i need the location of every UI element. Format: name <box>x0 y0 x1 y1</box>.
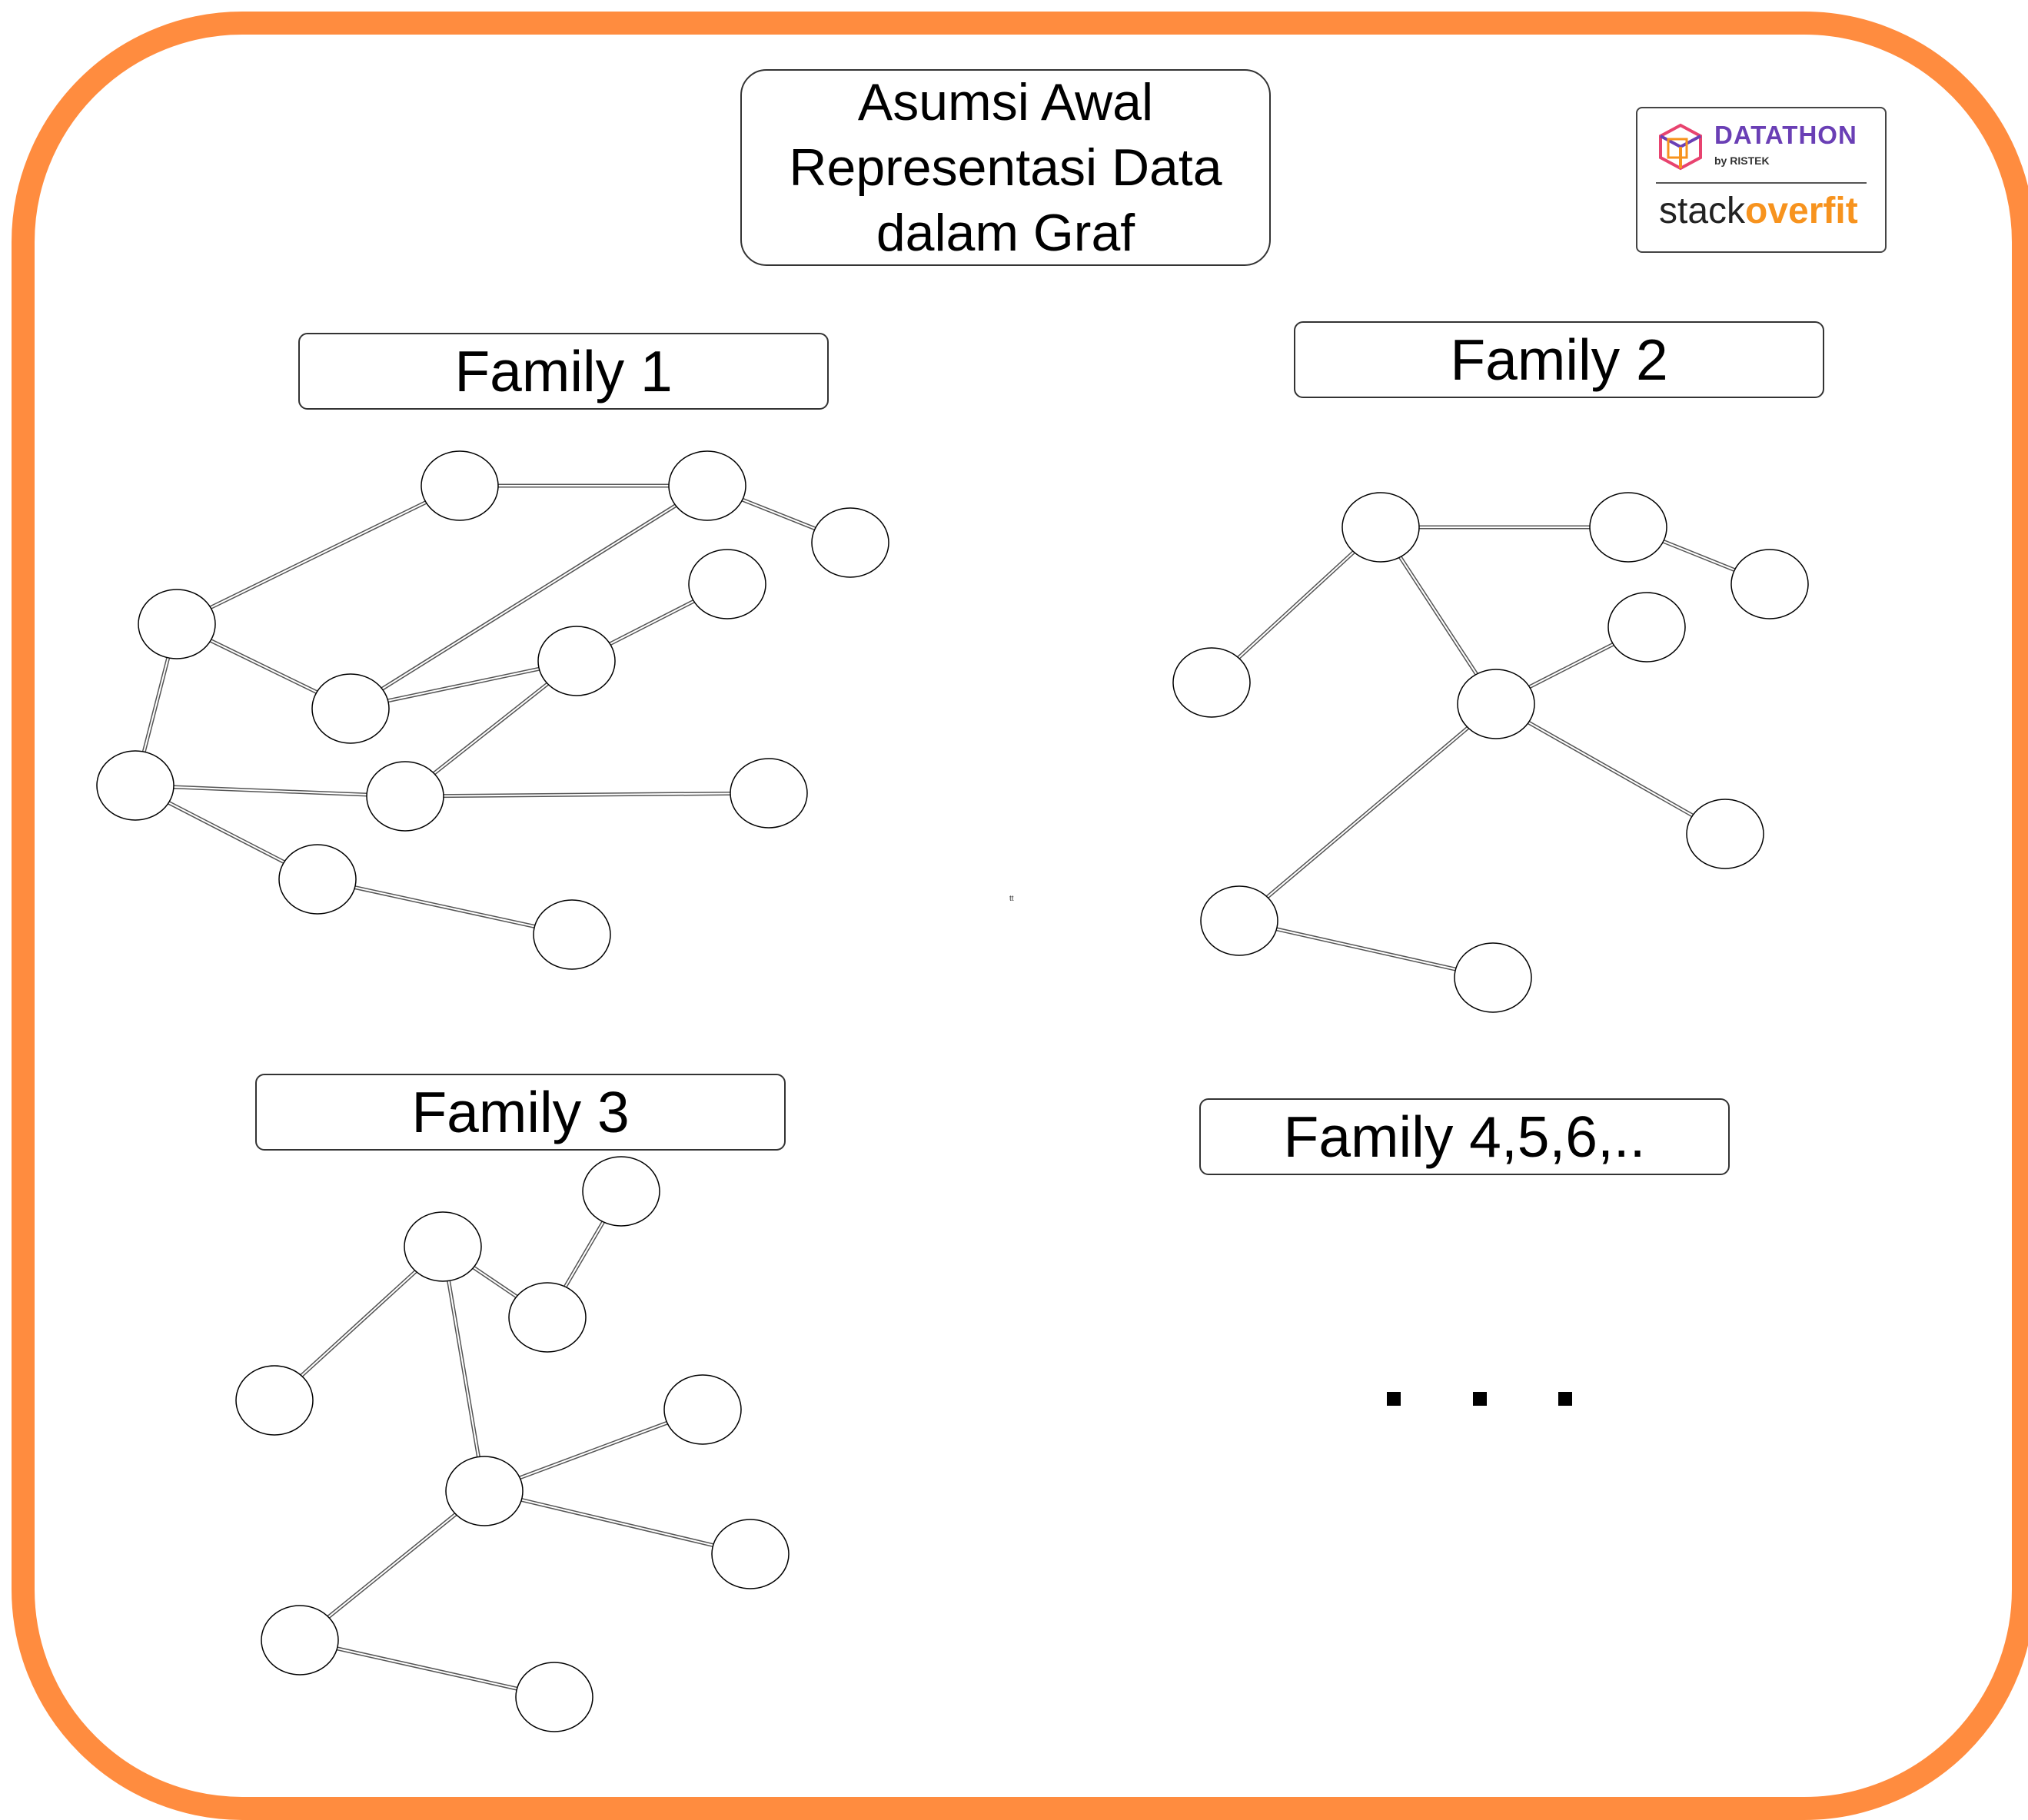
family-3-node <box>261 1605 339 1676</box>
stray-mark: tt <box>1009 895 1014 903</box>
datathon-wordmark: DATATHON <box>1714 121 1857 149</box>
family-2-node <box>1172 647 1251 718</box>
family-1-node <box>668 450 746 521</box>
family-1-node <box>533 899 611 970</box>
family-2-edge-inner <box>1211 526 1381 683</box>
stack-text: stack <box>1659 191 1746 231</box>
title-line-3: dalam Graf <box>876 203 1135 262</box>
stackoverfit-wordmark: stackoverfit <box>1659 190 1858 232</box>
family-1-node <box>730 758 808 829</box>
family-2-node <box>1200 885 1278 956</box>
family-2-node <box>1457 669 1535 739</box>
datathon-stackoverfit-logo: DATATHON by RISTEK stackoverfit <box>1636 107 1887 253</box>
family-3-graph <box>235 1156 790 1732</box>
family-1-node <box>688 549 766 619</box>
family-3-node <box>582 1156 660 1227</box>
ellipsis-dot <box>1473 1392 1487 1406</box>
family-2-edge-inner <box>1238 920 1494 978</box>
family-3-node <box>235 1365 314 1436</box>
logo-divider <box>1656 182 1867 184</box>
family-1-node <box>278 844 357 915</box>
family-2-node <box>1730 549 1809 619</box>
family-1-edge-inner <box>317 878 573 935</box>
family-1-edge-inner <box>135 785 406 797</box>
cube-logo-icon <box>1659 123 1702 171</box>
ellipsis-dot <box>1558 1392 1572 1406</box>
family-1-node <box>138 589 216 659</box>
family-1-edge-inner <box>176 485 460 625</box>
family-3-edge-inner <box>442 1246 485 1492</box>
family-2-node <box>1341 492 1420 563</box>
family-1-node <box>96 750 175 821</box>
outer-frame <box>12 12 2028 1820</box>
family-2-node <box>1607 592 1686 663</box>
family-1-label: Family 1 <box>298 333 829 410</box>
title-line-2: Representasi Data <box>789 138 1222 197</box>
by-ristek-text: by RISTEK <box>1714 154 1770 167</box>
family-3-node <box>663 1374 742 1445</box>
family-1-node <box>311 673 390 744</box>
family-1-edge-inner <box>404 792 770 797</box>
family-2-label: Family 2 <box>1294 321 1824 398</box>
family-3-label: Family 3 <box>255 1074 786 1151</box>
family-2-node <box>1686 799 1764 869</box>
family-1-node <box>537 626 616 696</box>
family-3-edge-inner <box>299 1639 555 1698</box>
overfit-text: overfit <box>1745 191 1858 231</box>
family-3-edge-inner <box>484 1409 703 1492</box>
title-line-1: Asumsi Awal <box>857 72 1154 131</box>
title-box: Asumsi Awal Representasi Data dalam Graf <box>740 69 1271 266</box>
family-3-node <box>404 1211 482 1282</box>
family-3-node <box>515 1662 593 1732</box>
family-1-node <box>421 450 499 521</box>
family-1-node <box>811 507 889 578</box>
family-2-node <box>1454 942 1532 1013</box>
family-3-node <box>711 1519 790 1589</box>
family-2-graph <box>1172 492 1809 1013</box>
family-1-edge-inner <box>350 485 708 709</box>
family-4-5-6-label: Family 4,5,6,.. <box>1199 1098 1730 1175</box>
family-2-node <box>1589 492 1667 563</box>
family-3-edge-inner <box>484 1490 751 1555</box>
family-1-graph <box>96 450 889 970</box>
family-3-node <box>508 1282 587 1353</box>
family-2-edge-inner <box>1238 703 1497 922</box>
family-2-edge-inner <box>1495 703 1726 835</box>
family-3-node <box>445 1456 524 1526</box>
ellipsis-dot <box>1387 1392 1401 1406</box>
family-1-node <box>366 761 444 832</box>
family-3-edge-inner <box>274 1246 444 1401</box>
family-3-edge-inner <box>299 1490 485 1641</box>
